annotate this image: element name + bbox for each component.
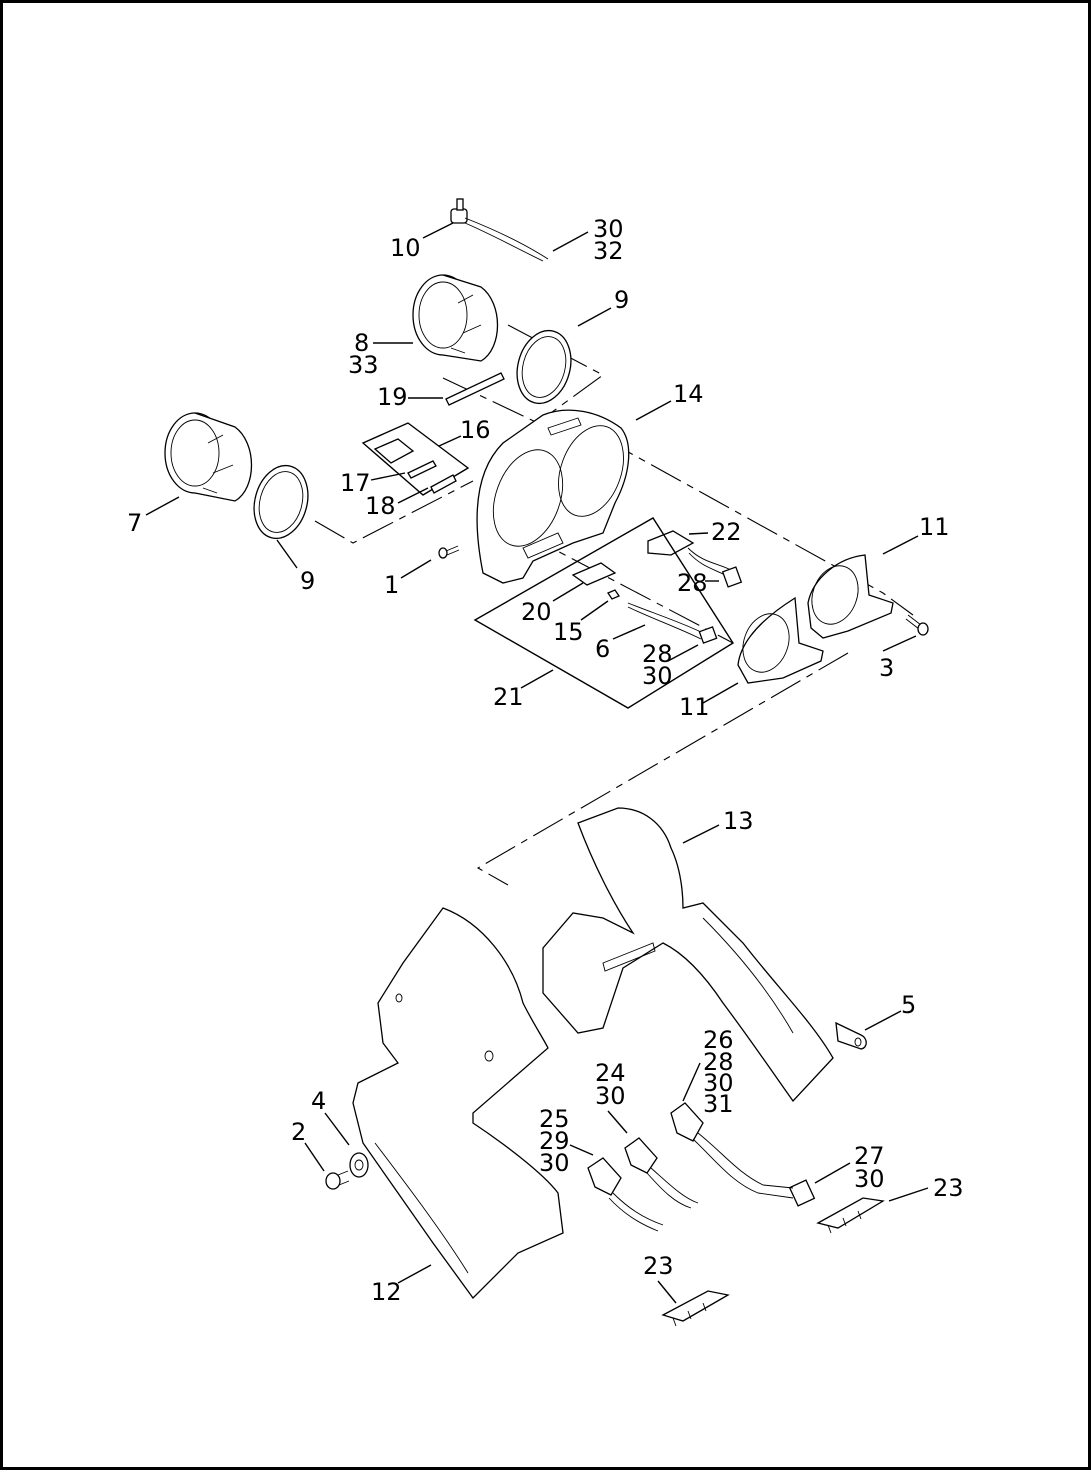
part-22-connector [647, 530, 743, 588]
part-1-screw [438, 545, 460, 559]
callout-20: 20 [521, 598, 552, 626]
part-23-clip-bottom [661, 1290, 730, 1327]
callout-33: 33 [348, 351, 379, 379]
callout-25: 25 [539, 1105, 570, 1133]
exploded-parts-diagram: 10 30 32 8 33 9 19 14 16 17 18 7 9 1 22 … [127, 198, 964, 1327]
callout-4: 4 [311, 1087, 326, 1115]
callout-16: 16 [460, 416, 491, 444]
assembly-lines [314, 324, 914, 886]
part-13-upper-shroud [542, 807, 834, 1103]
callout-21: 21 [493, 683, 524, 711]
callout-1: 1 [384, 571, 399, 599]
callout-2: 2 [291, 1118, 306, 1146]
callout-18: 18 [365, 492, 396, 520]
part-11-bracket-lower [737, 596, 824, 684]
part-8-gauge [412, 274, 499, 362]
callout-19: 19 [377, 383, 408, 411]
callout-17: 17 [340, 469, 371, 497]
part-24-socket [624, 1137, 699, 1209]
callout-26: 26 [703, 1026, 734, 1054]
callout-6: 6 [595, 635, 610, 663]
callout-10: 10 [390, 234, 421, 262]
callout-23-bottom: 23 [643, 1252, 674, 1280]
part-9-ring-upper [516, 329, 572, 405]
callout-14: 14 [673, 380, 704, 408]
part-21-kit [473, 517, 734, 709]
part-7-gauge [164, 412, 253, 502]
part-23-clip-right [816, 1197, 885, 1234]
callout-28-a: 28 [677, 569, 708, 597]
callout-7: 7 [127, 509, 142, 537]
part-26-socket-harness [670, 1102, 816, 1207]
callout-28-c: 28 [703, 1048, 734, 1076]
callout-30-f: 30 [854, 1165, 885, 1193]
callout-29: 29 [539, 1127, 570, 1155]
leader-lines [145, 222, 929, 1304]
callout-23-right: 23 [933, 1174, 964, 1202]
part-3-screw [905, 614, 929, 636]
callout-12: 12 [371, 1278, 402, 1306]
callout-30-c: 30 [703, 1069, 734, 1097]
part-12-lower-shroud [352, 907, 564, 1299]
callout-22: 22 [711, 518, 742, 546]
callout-28-b: 28 [642, 640, 673, 668]
callout-9-lower: 9 [300, 567, 315, 595]
callout-31: 31 [703, 1090, 734, 1118]
callout-9-upper: 9 [614, 286, 629, 314]
callout-30-d: 30 [595, 1082, 626, 1110]
callout-11-upper: 11 [919, 513, 950, 541]
part-4-washer [349, 1152, 369, 1178]
callout-30: 30 [593, 215, 624, 243]
part-2-bolt [325, 1170, 350, 1190]
callout-labels: 10 30 32 8 33 9 19 14 16 17 18 7 9 1 22 … [127, 215, 964, 1306]
part-19-strip [445, 372, 505, 406]
part-9-ring-lower [253, 464, 309, 540]
part-16-kit [361, 422, 470, 496]
part-10-switch [450, 198, 549, 262]
callout-3: 3 [879, 654, 894, 682]
part-14-bezel [476, 409, 630, 584]
callout-27: 27 [854, 1142, 885, 1170]
callout-13: 13 [723, 807, 754, 835]
callout-24: 24 [595, 1059, 626, 1087]
callout-8: 8 [354, 329, 369, 357]
part-11-bracket-upper [807, 554, 894, 639]
part-25-socket [587, 1157, 664, 1232]
callout-5: 5 [901, 991, 916, 1019]
callout-32: 32 [593, 237, 624, 265]
part-5-clip [835, 1021, 867, 1050]
callout-30-b: 30 [642, 662, 673, 690]
callout-11-lower: 11 [679, 693, 710, 721]
callout-15: 15 [553, 618, 584, 646]
callout-30-e: 30 [539, 1149, 570, 1177]
